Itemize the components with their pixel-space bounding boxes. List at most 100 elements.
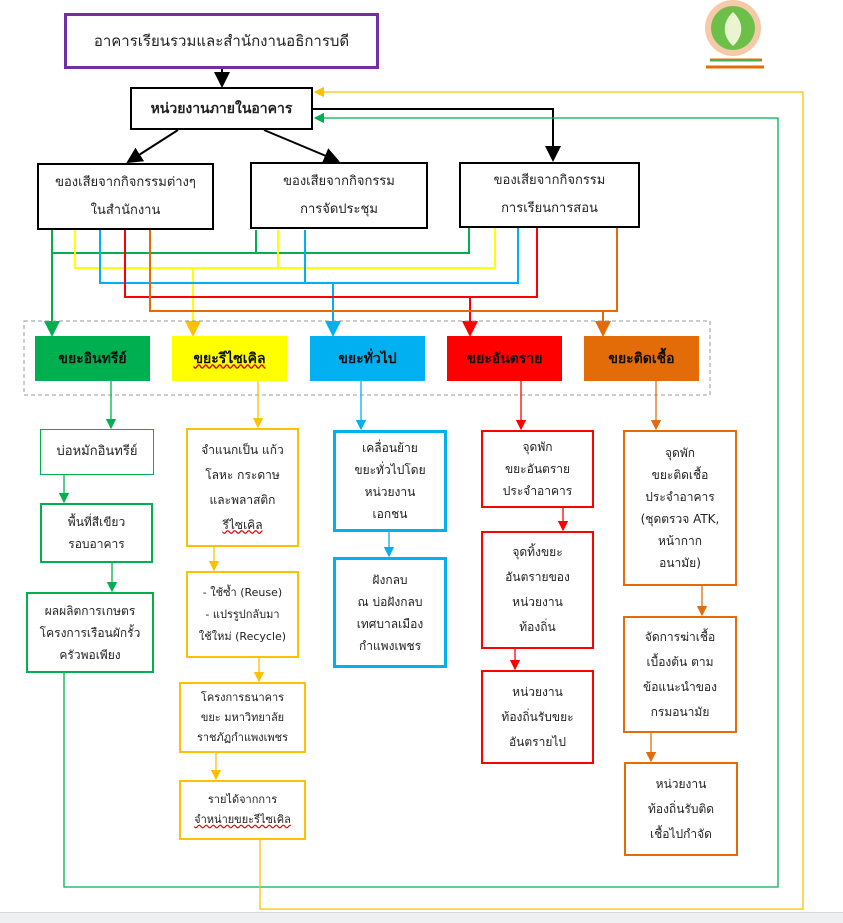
feedback-recycle [259,86,804,910]
bottom-scroll-bar [0,912,843,923]
category-group-dashed [23,320,711,396]
organic-step-green-area: พื้นที่สีเขียวรอบอาคาร [40,503,153,563]
category-infectious: ขยะติดเชื้อ [584,336,699,381]
line-general [99,228,519,335]
title-box: อาคารเรียนรวมและสำนักงานอธิการบดี [64,13,379,69]
arrow-units-to-teaching [313,108,561,162]
text-line: หน่วยงาน [512,684,563,699]
text-line: อันตรายไป [508,734,567,749]
text-line: ใช้ใหม่ (Recycle) [198,629,287,643]
infectious-step-disinfect: จัดการฆ่าเชื้อเบื้องต้น ตามข้อแนะนำของกร… [623,616,737,733]
line-recycle [74,228,496,335]
text-line: - แปรรูปกลับมา [205,607,280,621]
text-line: ข้อแนะนำของ [642,679,717,694]
line-organic [52,228,470,335]
arrow-units-to-meeting [263,129,340,163]
text-line: ครัวพอเพียง [59,647,121,662]
text-line: พื้นที่สีเขียว [67,515,126,529]
organic-step-agriculture: ผลผลิตการเกษตรโครงการเรือนผักรั้วครัวพอเ… [26,592,154,673]
category-label: ขยะอินทรีย์ [58,350,127,367]
text-line: รอบอาคาร [68,537,125,551]
feedback-organic [63,112,779,888]
category-organic: ขยะอินทรีย์ [35,336,150,381]
text-line: เอกชน [372,507,408,521]
text-line: หน่วยงาน [655,776,707,791]
general-step-transport: เคลื่อนย้ายขยะทั่วไปโดยหน่วยงานเอกชน [333,430,447,532]
text-line: จัดการฆ่าเชื้อ [644,629,716,644]
text-line: และพลาสติก [209,492,276,507]
text-line: ในสำนักงาน [90,202,161,218]
recycle-step-sort: จำแนกเป็น แก้วโลหะ กระดาษและพลาสติกรีไซเ… [186,428,299,547]
category-hazardous: ขยะอันตราย [447,336,562,381]
units-box: หน่วยงานภายในอาคาร [130,87,313,130]
text-line: อันตรายของ [505,570,570,584]
text-line: หน้ากาก [657,534,703,548]
text-line: ท้องถิ่น [519,620,556,634]
text-line: ประจำอาคาร [645,490,715,504]
infectious-step-storage: จุดพักขยะติดเชื้อประจำอาคาร (ชุดตรวจ ATK,… [623,430,737,586]
category-label: ขยะติดเชื้อ [608,350,675,367]
text-line: ของเสียจากกิจกรรม [493,173,606,188]
infectious-step-collection: หน่วยงานท้องถิ่นรับติดเชื้อไปกำจัด [624,762,738,856]
text-line: ของเสียจากกิจกรรม [283,173,395,189]
text-line: เทศบาลเมือง [356,616,424,631]
text-line: กำแพงเพชร [358,638,422,653]
text-line: จุดพัก [665,446,695,460]
green-office-logo [700,0,770,76]
category-label: ขยะทั่วไป [338,350,397,367]
text-line: จำแนกเป็น แก้ว [201,442,284,457]
text-line: การเรียนการสอน [501,201,598,216]
recycle-step-income: รายได้จากการจำหน่ายขยะรีไซเคิล [179,780,306,840]
text-line: จำหน่ายขยะรีไซเคิล [194,813,291,826]
text-line: โครงการธนาคาร [200,690,285,704]
organic-step-compost: บ่อหมักอินทรีย์ [40,429,154,475]
text-line: การจัดประชุม [300,201,378,217]
text-line: หน่วยงาน [364,485,416,499]
hazardous-step-storage: จุดพักขยะอันตรายประจำอาคาร [481,430,594,508]
text-line: ฝังกลบ [372,572,408,587]
text-line: จุดทิ้งขยะ [512,545,563,559]
text-line: ณ บ่อฝังกลบ [357,594,423,609]
source-office-box: ของเสียจากกิจกรรมต่างๆในสำนักงาน [37,163,214,230]
category-label: ขยะอันตราย [466,350,543,367]
text-line: บ่อหมักอินทรีย์ [56,444,138,459]
text-line: อนามัย) [659,556,701,570]
text-line: จุดพัก [522,440,553,454]
text-line: โลหะ กระดาษ [205,467,280,482]
category-general: ขยะทั่วไป [310,336,425,381]
hazardous-step-collection: หน่วยงานท้องถิ่นรับขยะอันตรายไป [481,670,594,764]
text-line: หน่วยงาน [512,595,563,609]
text-line: ขยะอันตราย [504,462,571,476]
text-line: ท้องถิ่นรับติด [647,801,715,816]
units-text: หน่วยงานภายในอาคาร [150,100,293,117]
text-line: เคลื่อนย้าย [362,441,418,455]
text-line: รายได้จากการ [207,793,278,806]
text-line: ผลผลิตการเกษตร [44,603,136,618]
text-line: เชื้อไปกำจัด [650,826,712,841]
category-recycle: ขยะรีไซเคิล [172,336,287,381]
text-line: ขยะทั่วไปโดย [354,463,426,477]
text-line: ราชภัฏกำแพงเพชร [196,730,289,744]
source-teaching-box: ของเสียจากกิจกรรมการเรียนการสอน [459,162,640,228]
text-line: รีไซเคิล [222,517,263,532]
text-line: เบื้องต้น ตาม [646,654,714,669]
recycle-step-waste-bank: โครงการธนาคารขยะ มหาวิทยาลัยราชภัฏกำแพงเ… [179,682,306,753]
general-step-landfill: ฝังกลบณ บ่อฝังกลบเทศบาลเมืองกำแพงเพชร [333,557,447,668]
text-line: (ชุดตรวจ ATK, [640,512,720,526]
title-text: อาคารเรียนรวมและสำนักงานอธิการบดี [93,32,350,50]
text-line: ขยะติดเชื้อ [651,468,709,482]
text-line: - ใช้ซ้ำ (Reuse) [202,585,283,599]
category-label: ขยะรีไซเคิล [193,350,266,367]
text-line: ท้องถิ่นรับขยะ [501,709,574,724]
text-line: ขยะ มหาวิทยาลัย [200,710,285,724]
text-line: ของเสียจากกิจกรรมต่างๆ [55,174,196,190]
line-hazardous [124,228,538,335]
text-line: โครงการเรือนผักรั้ว [39,625,141,640]
recycle-step-reuse: - ใช้ซ้ำ (Reuse) - แปรรูปกลับมาใช้ใหม่ (R… [186,571,299,658]
text-line: กรมอนามัย [650,704,710,719]
line-infectious [149,228,617,335]
hazardous-step-drop-point: จุดทิ้งขยะอันตรายของหน่วยงานท้องถิ่น [481,531,594,649]
text-line: ประจำอาคาร [502,484,573,498]
source-meeting-box: ของเสียจากกิจกรรมการจัดประชุม [250,162,428,229]
